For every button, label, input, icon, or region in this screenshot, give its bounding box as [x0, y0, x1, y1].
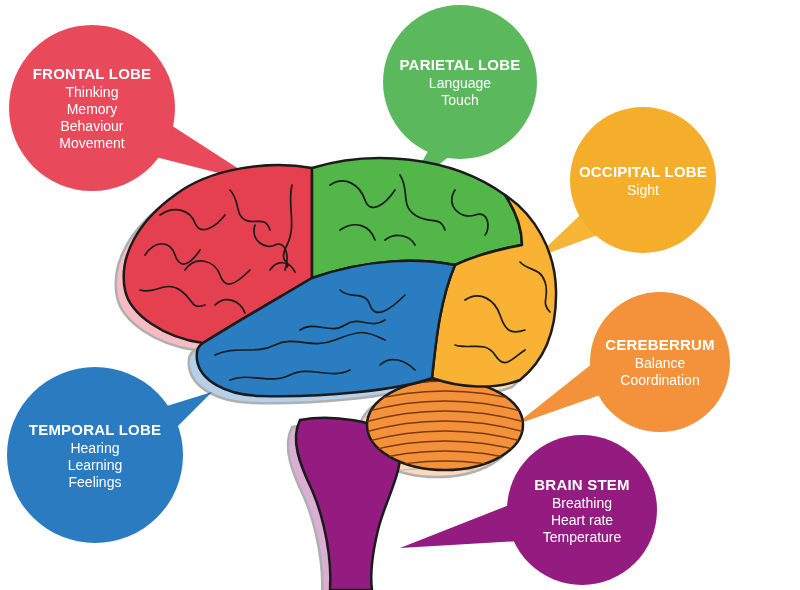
region-heading: PARIETAL LOBE — [400, 55, 521, 74]
brain-detail — [380, 360, 415, 370]
function-list: Hearing Learning Feelings — [50, 440, 140, 491]
brain-detail — [385, 235, 415, 245]
brain-detail — [230, 190, 270, 230]
brain-detail — [145, 244, 200, 264]
brain-detail — [300, 320, 385, 330]
region-heading: CEREBERRUM — [605, 335, 715, 354]
callout-bubble: PARIETAL LOBELanguage Touch — [383, 5, 537, 159]
bubble-text: BRAIN STEMBreathing Heart rate Temperatu… — [534, 475, 629, 546]
brain-folds — [140, 175, 550, 380]
brain-detail — [465, 296, 525, 332]
brain-detail — [160, 210, 225, 230]
brain-detail — [215, 333, 385, 356]
function-list: Sight — [598, 182, 688, 199]
brain-detail — [283, 185, 292, 267]
bubble-circle — [507, 435, 657, 585]
bubble-circle — [383, 5, 537, 159]
brain-detail — [230, 370, 350, 380]
region-heading: BRAIN STEM — [534, 475, 629, 494]
brain-detail — [365, 461, 525, 472]
bubble-circle — [7, 367, 183, 543]
bubble-text: TEMPORAL LOBEHearing Learning Feelings — [29, 420, 161, 491]
function-list: Breathing Heart rate Temperature — [537, 495, 627, 546]
brain-detail — [270, 263, 295, 272]
function-list: Balance Coordination — [615, 355, 705, 389]
region-heading: FRONTAL LOBE — [33, 64, 152, 83]
occipital-lobe-shape — [432, 195, 556, 387]
brain-detail — [455, 345, 525, 363]
brain-detail — [330, 181, 395, 207]
brain-detail — [520, 262, 550, 312]
brain-detail — [452, 190, 488, 235]
bubble-text: CEREBERRUMBalance Coordination — [605, 335, 715, 389]
bubble-circle — [570, 107, 716, 253]
cerebellum-folds — [365, 381, 525, 472]
brain-detail — [124, 158, 556, 396]
brain-detail — [140, 286, 205, 306]
callout-bubble: OCCIPITAL LOBESight — [570, 107, 716, 253]
bubble-shape — [570, 107, 716, 253]
callout-bubble: FRONTAL LOBEThinking Memory Behaviour Mo… — [9, 25, 175, 191]
callout-bubble: CEREBERRUMBalance Coordination — [590, 292, 730, 432]
brain-detail — [185, 261, 250, 284]
region-heading: OCCIPITAL LOBE — [579, 162, 707, 181]
callout-bubble: TEMPORAL LOBEHearing Learning Feelings — [7, 367, 183, 543]
bubble-text: PARIETAL LOBELanguage Touch — [400, 55, 521, 109]
brain-detail — [340, 290, 405, 312]
brain-detail — [340, 225, 375, 240]
brain-detail — [400, 175, 445, 230]
bubble-circle — [9, 25, 175, 191]
callout-bubble: BRAIN STEMBreathing Heart rate Temperatu… — [507, 435, 657, 585]
bubble-text: OCCIPITAL LOBESight — [579, 162, 707, 199]
function-list: Language Touch — [415, 75, 505, 109]
region-heading: TEMPORAL LOBE — [29, 420, 161, 439]
brain-detail — [215, 300, 245, 313]
brain — [124, 158, 556, 590]
bubble-circle — [590, 292, 730, 432]
bubble-text: FRONTAL LOBEThinking Memory Behaviour Mo… — [33, 64, 152, 152]
function-list: Thinking Memory Behaviour Movement — [47, 84, 137, 152]
